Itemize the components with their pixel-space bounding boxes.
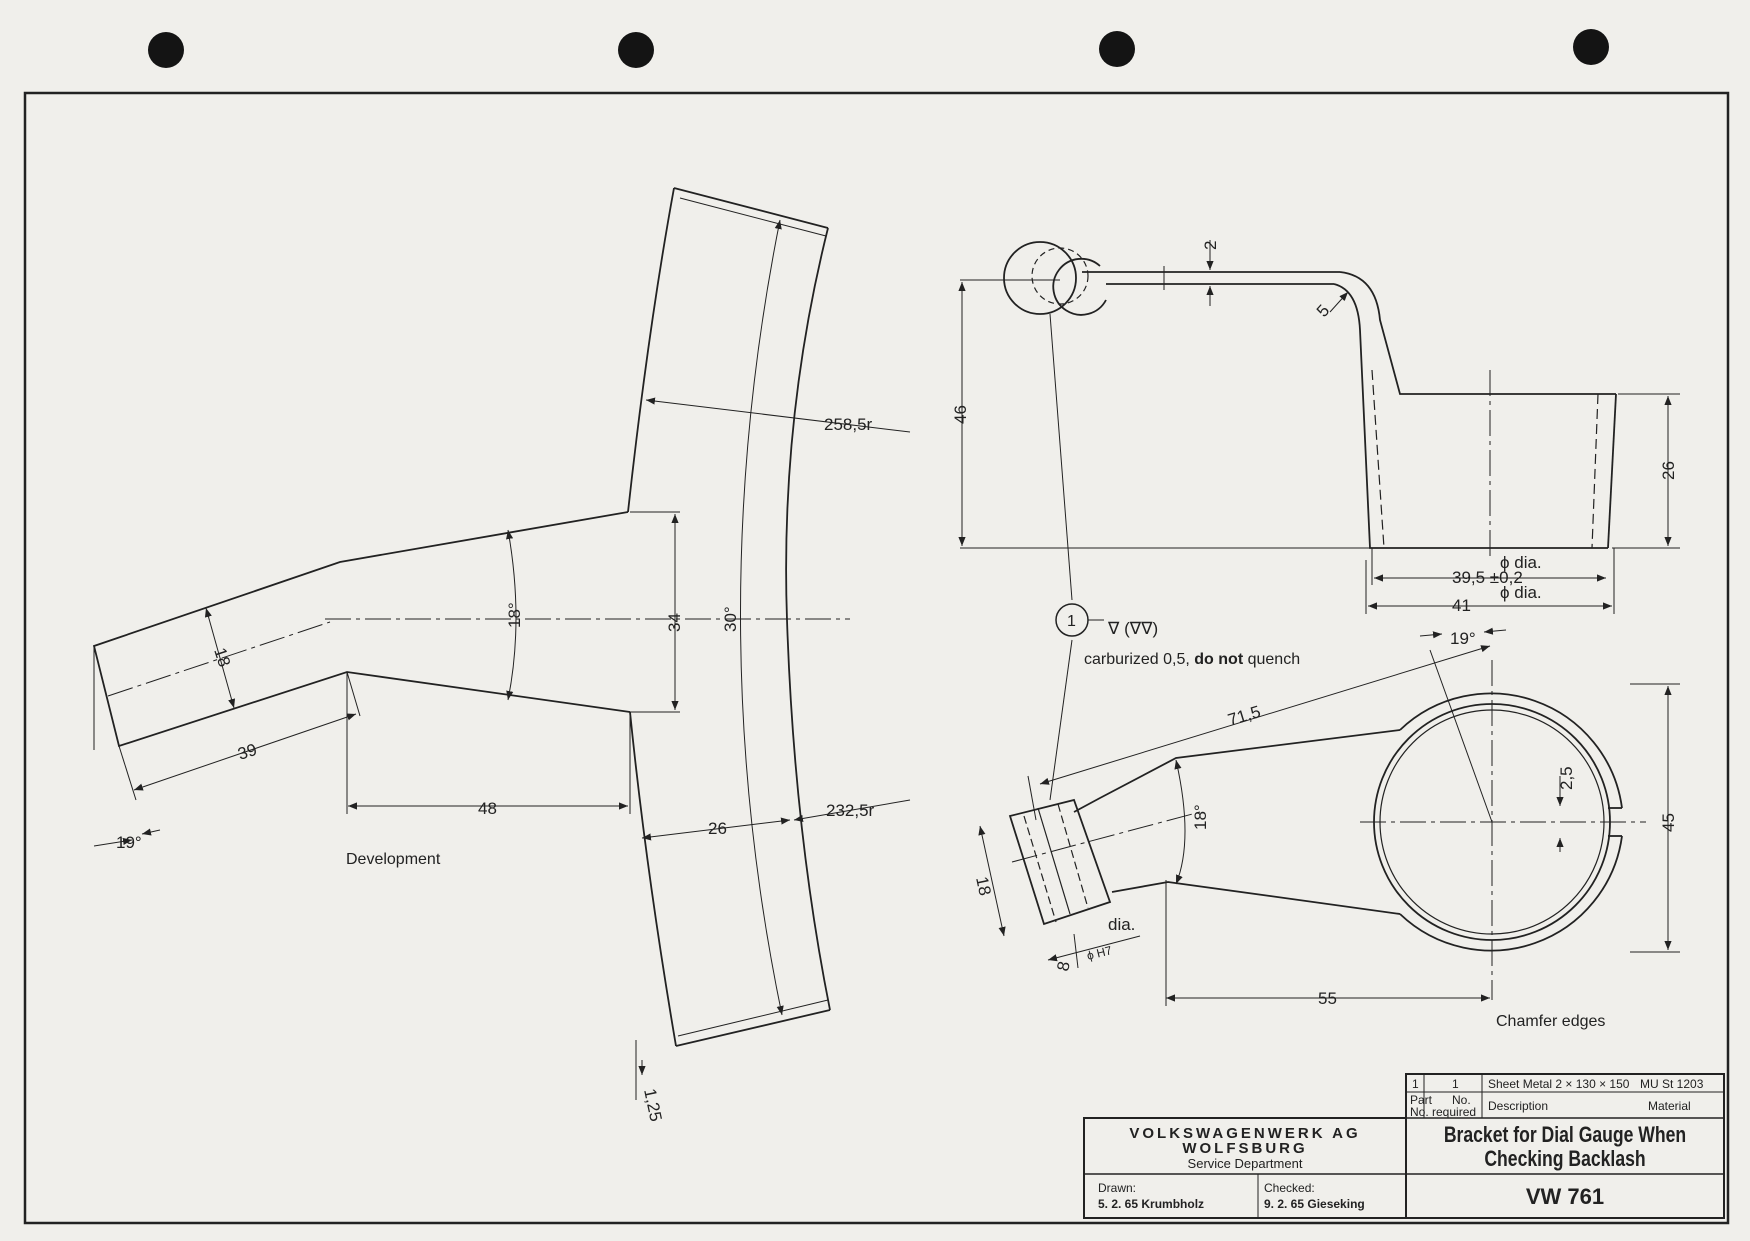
drawing-title-line-1: Bracket for Dial Gauge When: [1444, 1123, 1686, 1147]
drawn-label: Drawn:: [1098, 1181, 1136, 1195]
development-label: Development: [346, 851, 441, 868]
punch-hole-2: [618, 32, 654, 68]
punch-hole-3: [1099, 31, 1135, 67]
dim-dia-2: ϕ dia.: [1500, 583, 1542, 602]
dim-8: 8: [1053, 960, 1074, 973]
dim-dia-1: ϕ dia.: [1500, 553, 1542, 572]
punch-hole-1: [148, 32, 184, 68]
drawn-value: 5. 2. 65 Krumbholz: [1098, 1197, 1204, 1211]
punch-hole-4: [1573, 29, 1609, 65]
callout-number: 1: [1067, 613, 1076, 630]
dim-18-degree-top: 18°: [1191, 804, 1210, 830]
development-dimension-lines: [93, 219, 911, 1100]
dim-34: 34: [665, 613, 684, 632]
dim-h7: ϕ H7: [1085, 943, 1113, 963]
drawing-border: [23, 91, 1730, 1225]
drawing-number: VW 761: [1526, 1184, 1604, 1209]
dim-232-radius: 232,5r: [826, 801, 875, 820]
company-name: VOLKSWAGENWERK AG: [1129, 1125, 1360, 1142]
carburized-note: carburized 0,5, do not quench: [1084, 651, 1300, 668]
parts-header-part: Part: [1410, 1093, 1433, 1107]
chamfer-note: Chamfer edges: [1496, 1013, 1605, 1030]
parts-header-description: Description: [1488, 1099, 1548, 1113]
checked-value: 9. 2. 65 Gieseking: [1264, 1197, 1365, 1211]
company-department: Service Department: [1188, 1156, 1303, 1171]
company-city: WOLFSBURG: [1182, 1140, 1307, 1157]
dim-48: 48: [478, 799, 497, 818]
dim-71-5: 71,5: [1226, 702, 1263, 730]
dim-5-radius: 5: [1313, 301, 1333, 321]
parts-qty: 1: [1412, 1077, 1419, 1091]
dim-30-degree: 30°: [721, 606, 740, 632]
dim-19-degree-top: 19°: [1450, 629, 1476, 648]
dim-19-degree-dev: 19°: [116, 833, 142, 852]
title-block-text: 1 1 Sheet Metal 2 × 130 × 150 MU St 1203…: [1098, 1077, 1704, 1211]
development-view: [92, 187, 831, 1047]
dim-45: 45: [1659, 813, 1678, 832]
dim-dia-3: dia.: [1108, 915, 1135, 934]
side-view-dimension-lines: [958, 240, 1680, 801]
dimension-labels: 258,5r 232,5r 26 34 18° 30° 18 39 48 19°…: [116, 241, 1678, 1124]
parts-header-no: No.: [1452, 1093, 1471, 1107]
dim-41: 41: [1452, 596, 1471, 615]
dim-46: 46: [951, 405, 970, 424]
dim-1-25: 1,25: [640, 1087, 665, 1123]
surface-finish-symbol: ∇ (∇∇): [1107, 619, 1158, 638]
dim-2: 2: [1201, 241, 1220, 250]
top-view-dimension-lines: [978, 627, 1680, 1006]
dim-39-5: 39,5 ±0,2: [1452, 568, 1523, 587]
dim-258-radius: 258,5r: [824, 415, 873, 434]
dim-18-degree-dev: 18°: [505, 602, 524, 628]
parts-header-material: Material: [1648, 1099, 1691, 1113]
dim-18-arm: 18: [210, 645, 234, 669]
parts-material: MU St 1203: [1640, 1077, 1704, 1091]
parts-header-required: No. required: [1410, 1105, 1476, 1119]
title-block: [1083, 1073, 1725, 1219]
dim-55: 55: [1318, 989, 1337, 1008]
dim-39: 39: [235, 740, 259, 764]
parts-no: 1: [1452, 1077, 1459, 1091]
dim-26-band: 26: [708, 819, 727, 838]
checked-label: Checked:: [1264, 1181, 1315, 1195]
drawing-title-line-2: Checking Backlash: [1484, 1147, 1645, 1171]
notes: Development 1 ∇ (∇∇) carburized 0,5, do …: [346, 613, 1605, 1030]
dim-26-side: 26: [1659, 461, 1678, 480]
dim-2-5: 2,5: [1557, 766, 1576, 790]
parts-description: Sheet Metal 2 × 130 × 150: [1488, 1077, 1630, 1091]
side-view: [1003, 241, 1617, 549]
dim-18-block: 18: [972, 875, 995, 897]
